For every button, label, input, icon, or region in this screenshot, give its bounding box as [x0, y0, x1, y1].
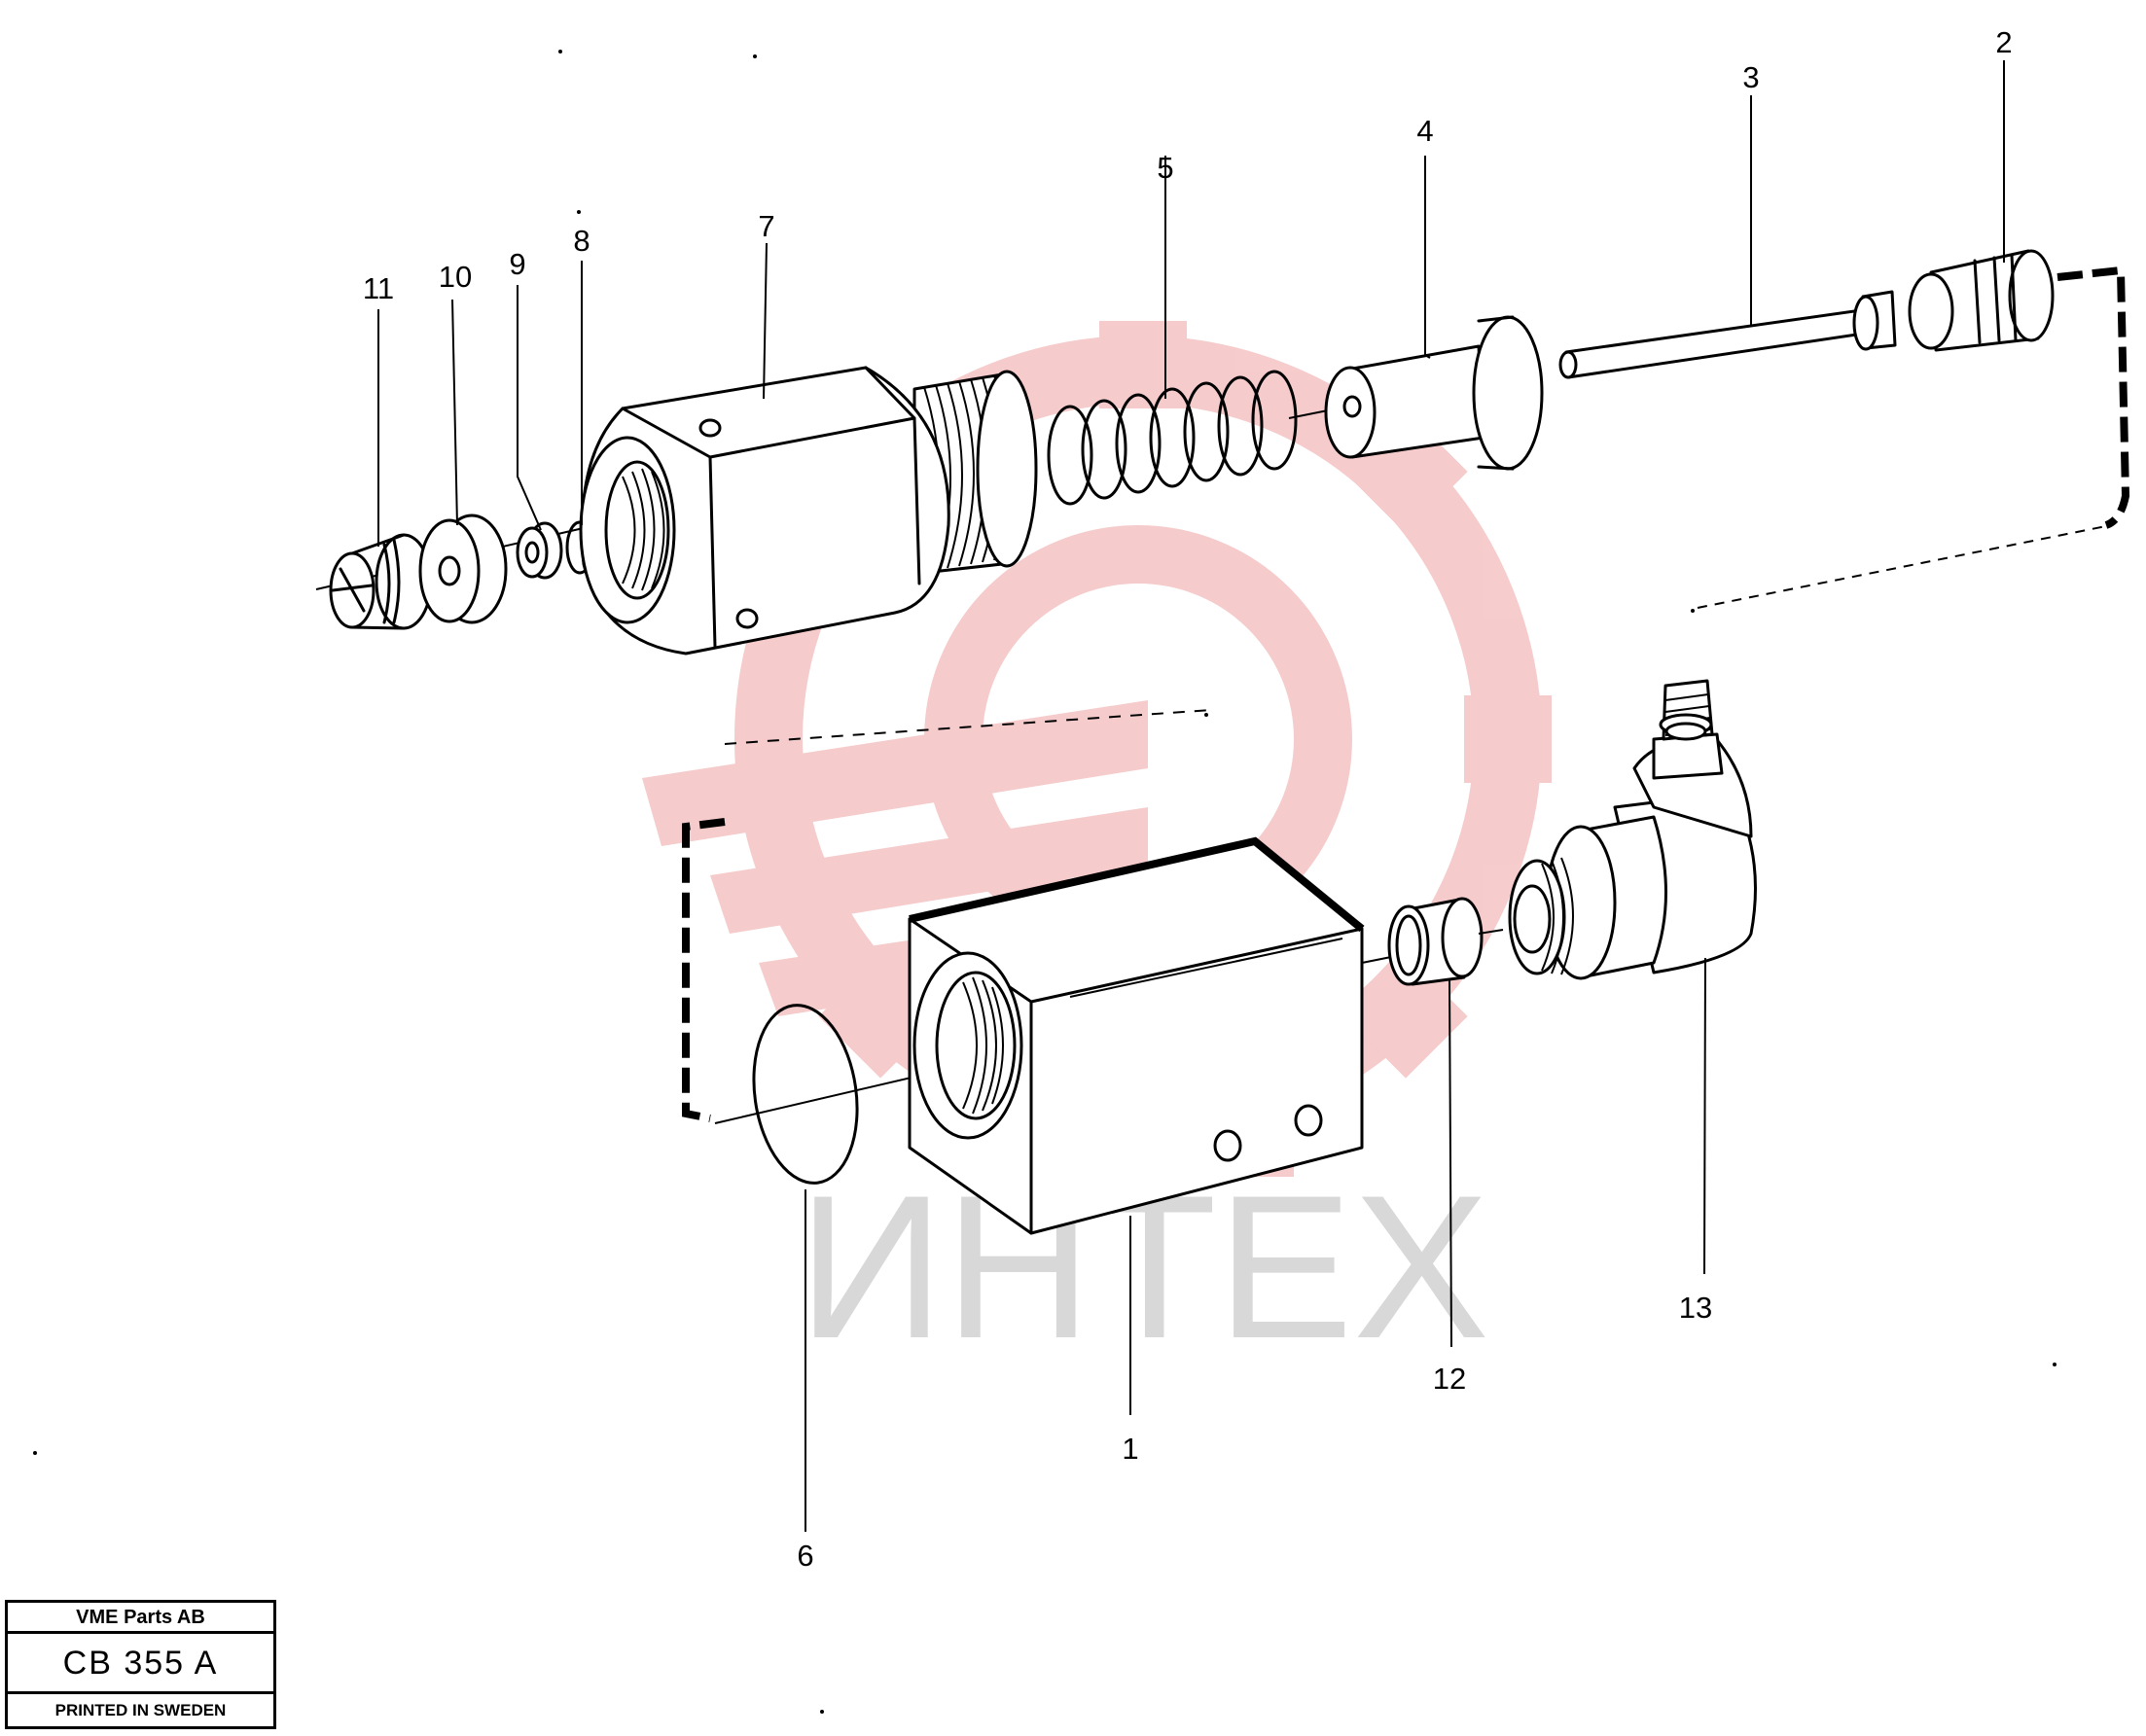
part-6-o-ring: [752, 1004, 859, 1185]
title-block-printed: PRINTED IN SWEDEN: [54, 1701, 227, 1719]
part-9-ring: [516, 521, 563, 580]
dashed-bracket-left: [682, 818, 726, 1122]
title-block-company: VME Parts AB: [8, 1603, 273, 1634]
part-7-valve-housing: [579, 366, 1038, 655]
callout-13: 13: [1679, 1291, 1712, 1325]
part-4-piston: [1324, 315, 1544, 471]
callout-10: 10: [439, 260, 472, 294]
title-block: VME Parts AB CB 355 A PRINTED IN SWEDEN: [5, 1600, 276, 1729]
callout-labels: 1 2 3 4 5 6 7 8 9 10 11 12 13: [363, 25, 2013, 1573]
dashed-bracket-right: [2057, 266, 2130, 529]
callout-11: 11: [363, 271, 394, 305]
callout-7: 7: [758, 209, 774, 243]
callout-12: 12: [1433, 1362, 1466, 1396]
title-block-code: CB 355 A: [8, 1634, 273, 1694]
callout-2: 2: [1995, 25, 2012, 59]
callout-4: 4: [1416, 114, 1433, 148]
callout-9: 9: [509, 247, 525, 281]
callout-6: 6: [797, 1539, 813, 1573]
part-13-elbow-fitting: [1508, 679, 1757, 980]
callout-8: 8: [573, 224, 590, 258]
callout-1: 1: [1122, 1432, 1138, 1466]
callout-5: 5: [1157, 151, 1173, 185]
part-2-plug: [1908, 249, 2055, 352]
part-11-plug: [329, 533, 433, 630]
scan-specks: [33, 50, 2057, 1714]
leader-lines: [377, 60, 2005, 1532]
part-3-rod: [1558, 290, 1897, 379]
part-1-valve-block: [908, 836, 1365, 1235]
callout-3: 3: [1742, 60, 1759, 94]
part-5-spring: [1047, 370, 1298, 506]
part-10-washer: [418, 514, 508, 624]
part-12-sleeve: [1387, 897, 1484, 986]
